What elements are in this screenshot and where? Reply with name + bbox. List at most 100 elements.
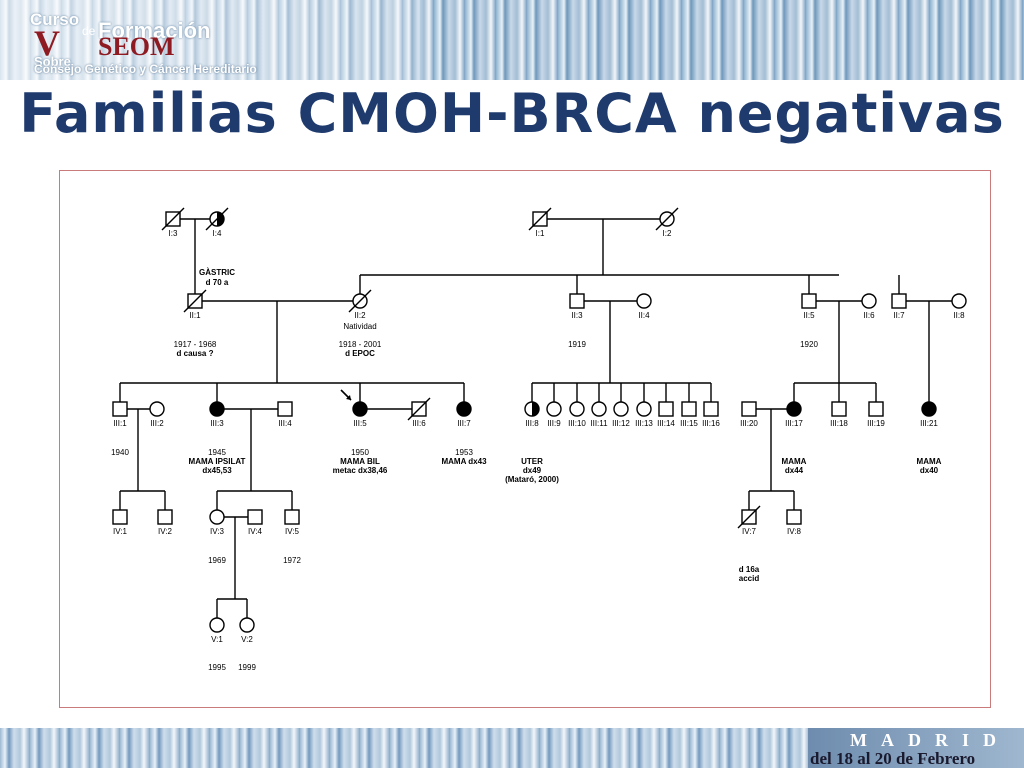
pedigree-id-label: III:20 <box>740 419 758 428</box>
iii3-detail: MAMA IPSILAT <box>189 457 246 466</box>
pedigree-id-label: III:13 <box>635 419 653 428</box>
pedigree-individual-iii-15-square <box>681 401 697 417</box>
logo-seom-text: SEOM <box>98 32 175 61</box>
pedigree-individual-iv-3-circle <box>209 509 225 525</box>
pedigree-individual-iii-11-circle <box>591 401 607 417</box>
pedigree-individual-iii-6-deceased-slash <box>407 397 431 421</box>
pedigree-id-label: II:3 <box>571 311 583 320</box>
gastric-age-note: d 70 a <box>206 278 229 287</box>
pedigree-id-label: III:4 <box>278 419 292 428</box>
madrid-dates-text: del 18 al 20 de Febrero <box>810 749 976 768</box>
pedigree-id-label: IV:1 <box>113 527 127 536</box>
gastric-note: GÀSTRIC <box>199 268 235 277</box>
pedigree-individual-iv-1-square <box>112 509 128 525</box>
pedigree-id-label: III:14 <box>657 419 675 428</box>
iii5-detail2: metac dx38,46 <box>333 466 388 475</box>
pedigree-individual-ii-6-circle <box>861 293 877 309</box>
logo-consejo-text: Consejo Genético y Cáncer Hereditario <box>34 62 257 76</box>
pedigree-id-label: III:18 <box>830 419 848 428</box>
pedigree-id-label: I:2 <box>663 229 672 238</box>
pedigree-individual-ii-7-square <box>891 293 907 309</box>
pedigree-individual-iii-12-circle <box>613 401 629 417</box>
pedigree-id-label: III:19 <box>867 419 885 428</box>
iii21-detail2: dx40 <box>920 466 939 475</box>
pedigree-id-label: IV:3 <box>210 527 224 536</box>
pedigree-individual-iii-21-circle <box>921 401 937 417</box>
pedigree-id-label: IV:2 <box>158 527 172 536</box>
pedigree-individual-iii-17-circle <box>786 401 802 417</box>
pedigree-id-label: II:1 <box>189 311 201 320</box>
slide-title: Familias CMOH-BRCA negativas <box>19 82 1005 145</box>
pedigree-id-label: III:21 <box>920 419 938 428</box>
pedigree-individual-ii-4-circle <box>636 293 652 309</box>
iii5-detail: MAMA BIL <box>340 457 380 466</box>
pedigree-individual-iii-20-square <box>741 401 757 417</box>
iii17-detail2: dx44 <box>785 466 804 475</box>
pedigree-id-label: II:4 <box>638 311 650 320</box>
pedigree-individual-v-2-circle <box>239 617 255 633</box>
pedigree-id-label: III:15 <box>680 419 698 428</box>
ii1-detail: d causa ? <box>177 349 214 358</box>
pedigree-id-label: V:2 <box>241 635 253 644</box>
pedigree-individual-i-4-deceased-slash <box>205 207 229 231</box>
pedigree-individual-ii-3-square <box>569 293 585 309</box>
madrid-city-text: MADRID <box>850 730 1010 750</box>
banner-fade <box>0 0 420 80</box>
ii1-years: 1917 - 1968 <box>174 340 217 349</box>
logo-v-mark: V <box>34 23 60 63</box>
pedigree-id-label: III:5 <box>353 419 367 428</box>
iii3-years: 1945 <box>208 448 226 457</box>
pedigree-individual-iii-19-square <box>868 401 884 417</box>
v1-years: 1995 <box>208 663 226 672</box>
pedigree-id-label: III:2 <box>150 419 164 428</box>
pedigree-id-label: IV:8 <box>787 527 801 536</box>
iii7-years: 1953 <box>455 448 473 457</box>
iv7-detail: d 16a <box>739 565 760 574</box>
pedigree-id-label: I:4 <box>213 229 222 238</box>
pedigree-id-label: III:16 <box>702 419 720 428</box>
iii7-detail: MAMA dx43 <box>441 457 487 466</box>
ii5-years: 1920 <box>800 340 818 349</box>
pedigree-id-label: III:11 <box>590 419 608 428</box>
pedigree-individual-iv-4-square <box>247 509 263 525</box>
pedigree-id-label: III:9 <box>547 419 561 428</box>
top-banner <box>0 0 1024 80</box>
pedigree-individual-iii-9-circle <box>546 401 562 417</box>
pedigree-id-label: III:3 <box>210 419 224 428</box>
pedigree-individual-i-4-half-fill <box>217 212 224 226</box>
iii3-detail2: dx45,53 <box>202 466 232 475</box>
iii8-detail: UTER <box>521 457 543 466</box>
iv3-years: 1969 <box>208 556 226 565</box>
v2-years: 1999 <box>238 663 256 672</box>
pedigree-id-label: II:7 <box>893 311 905 320</box>
pedigree-id-label: I:1 <box>536 229 545 238</box>
iii5-years: 1950 <box>351 448 369 457</box>
iv7-detail2: accid <box>739 574 760 583</box>
pedigree-individual-ii-2-deceased-slash <box>348 289 372 313</box>
pedigree-id-label: III:8 <box>525 419 539 428</box>
pedigree-id-label: V:1 <box>211 635 223 644</box>
pedigree-individual-iv-2-square <box>157 509 173 525</box>
ii3-years: 1919 <box>568 340 586 349</box>
pedigree-individual-i-3-deceased-slash <box>161 207 185 231</box>
logo-curso-text: Curso <box>30 10 80 29</box>
pedigree-id-label: III:1 <box>113 419 127 428</box>
pedigree-individual-v-1-circle <box>209 617 225 633</box>
pedigree-id-label: III:12 <box>612 419 630 428</box>
pedigree-individual-iii-5-circle <box>352 401 368 417</box>
pedigree-id-label: II:8 <box>953 311 965 320</box>
pedigree-id-label: II:5 <box>803 311 815 320</box>
pedigree-id-label: IV:5 <box>285 527 299 536</box>
pedigree-id-label: III:7 <box>457 419 471 428</box>
pedigree-individual-iii-4-square <box>277 401 293 417</box>
iii21-detail: MAMA <box>917 457 942 466</box>
ii2-years: 1918 - 2001 <box>339 340 382 349</box>
pedigree-id-label: IV:4 <box>248 527 262 536</box>
iv5-years: 1972 <box>283 556 301 565</box>
pedigree-individual-iii-3-circle <box>209 401 225 417</box>
pedigree-id-label: I:3 <box>169 229 178 238</box>
pedigree-individual-iv-8-square <box>786 509 802 525</box>
pedigree-id-label: III:6 <box>412 419 426 428</box>
